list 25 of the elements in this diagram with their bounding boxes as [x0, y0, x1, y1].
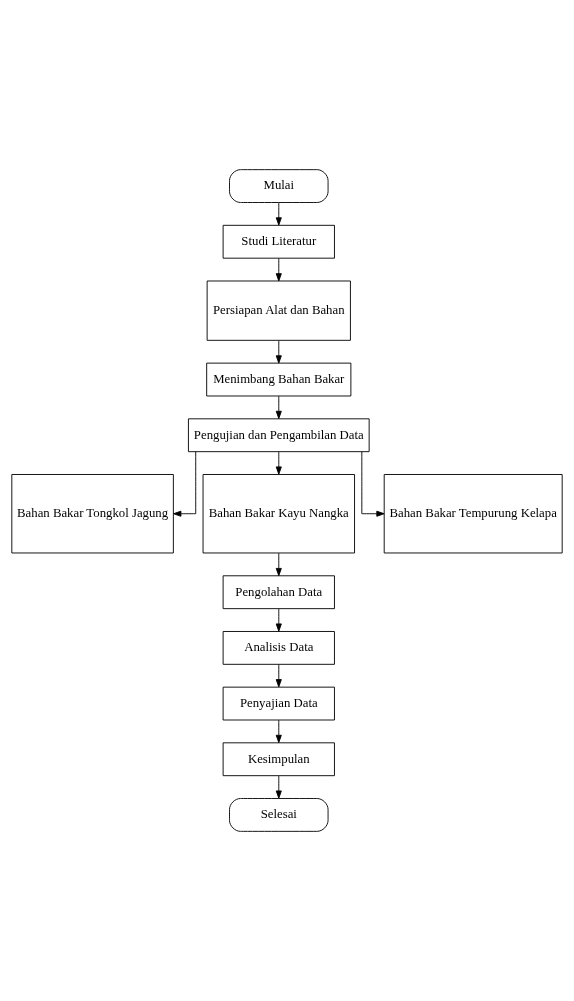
node-box: Selesai: [229, 798, 329, 832]
arrow: [275, 552, 282, 577]
arrow: [275, 775, 282, 799]
arrow: [173, 451, 197, 517]
node-box: Bahan Bakar Tempurung Kelapa: [383, 474, 563, 554]
node-box: Pengujian dan Pengambilan Data: [187, 418, 370, 453]
node-box: Mulai: [229, 169, 329, 203]
arrow: [275, 451, 282, 475]
arrow: [275, 719, 282, 743]
arrow: [275, 258, 282, 282]
arrow: [275, 202, 282, 226]
arrow: [275, 340, 282, 364]
node-box: Kesimpulan: [222, 742, 335, 777]
arrow: [275, 664, 282, 688]
node-box: Bahan Bakar Kayu Nangka: [202, 474, 355, 554]
node-box: Bahan Bakar Tongkol Jagung: [11, 474, 174, 554]
node-box: Pengolahan Data: [222, 575, 335, 610]
arrow: [275, 608, 282, 632]
node-box: Persiapan Alat dan Bahan: [206, 280, 351, 341]
arrow: [361, 451, 385, 517]
node-box: Analisis Data: [222, 631, 335, 665]
node-box: Penyajian Data: [222, 686, 335, 721]
arrow: [275, 395, 282, 419]
node-box: Menimbang Bahan Bakar: [206, 362, 352, 397]
node-box: Studi Literatur: [222, 224, 335, 259]
